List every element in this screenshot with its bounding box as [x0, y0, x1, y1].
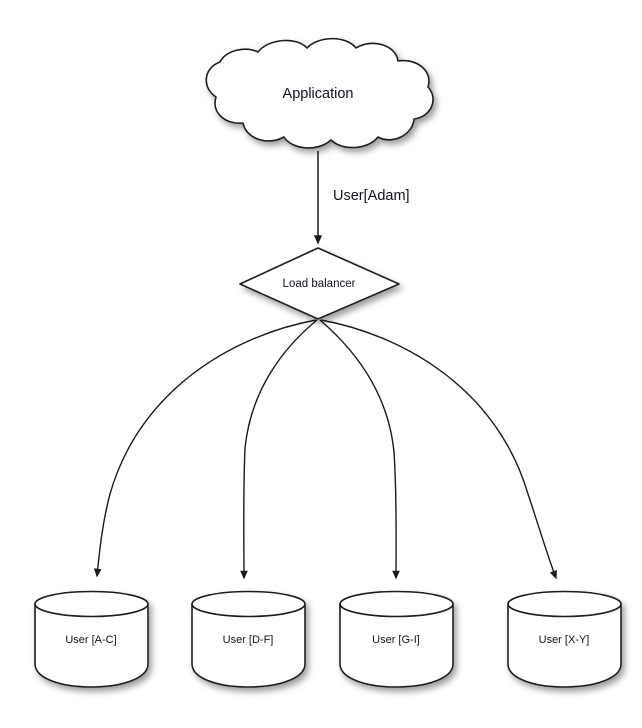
db-a-c-label: User [A-C] [65, 634, 116, 646]
node-db-a-c[interactable]: User [A-C] [34, 590, 149, 688]
load-balancer-label: Load balancer [283, 278, 356, 290]
db-g-i-label: User [G-I] [372, 634, 420, 646]
node-db-x-y[interactable]: User [X-Y] [507, 590, 622, 688]
db-x-y-label: User [X-Y] [539, 634, 590, 646]
edge-load-balancer-to-shards [93, 319, 557, 580]
edge-to-db-g-i [319, 319, 400, 580]
node-db-g-i[interactable]: User [G-I] [339, 590, 454, 688]
node-application-cloud[interactable]: Application [205, 37, 434, 149]
edge-application-to-load-balancer: User[Adam] [313, 151, 410, 245]
application-cloud-label: Application [283, 86, 354, 102]
db-d-f-label: User [D-F] [223, 634, 274, 646]
edge-to-db-x-y [320, 319, 557, 580]
edge-label-user-adam: User[Adam] [333, 188, 410, 204]
edge-to-db-a-c [93, 319, 317, 578]
edge-to-db-d-f [240, 319, 318, 580]
node-load-balancer[interactable]: Load balancer [239, 247, 400, 320]
node-db-d-f[interactable]: User [D-F] [191, 590, 306, 688]
